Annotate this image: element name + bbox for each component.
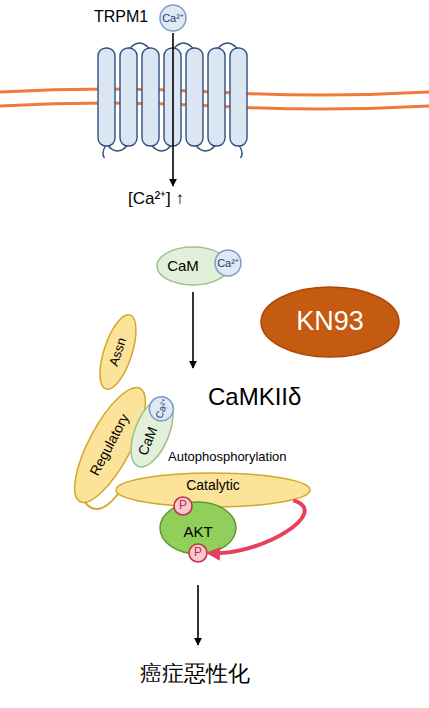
helix-segment <box>208 48 225 146</box>
ion-circle: Ca²⁺ <box>214 249 242 277</box>
node-text: CaM <box>167 258 199 275</box>
enzyme-label: CaMKIIδ <box>208 384 301 410</box>
node-text: P <box>179 499 187 512</box>
outline <box>93 311 144 394</box>
outline <box>189 544 207 562</box>
helix-segment <box>120 48 137 146</box>
calmodulin-ellipse: CaMCa²⁺ <box>156 246 230 286</box>
process-label: Autophosphorylation <box>168 450 287 464</box>
helix-segment <box>142 48 159 146</box>
outline <box>116 473 310 507</box>
node-text: Catalytic <box>186 478 240 493</box>
phospho-circle: P <box>173 496 193 516</box>
flow-arrow <box>197 585 199 645</box>
outline <box>160 5 186 31</box>
flow-arrow <box>192 292 194 368</box>
outline <box>215 250 241 276</box>
domain-ellipse: Assn <box>91 309 144 394</box>
channel-protein: TRPM1 <box>92 44 257 150</box>
node-text: AKT <box>183 524 212 541</box>
phospho-circle: P <box>188 543 208 563</box>
outcome-label: 癌症惡性化 <box>140 662 250 686</box>
phosphorylation-arrow <box>209 500 305 553</box>
helix-segment <box>164 48 181 146</box>
node-text: P <box>194 546 202 559</box>
outline <box>261 287 399 357</box>
outline <box>174 497 192 515</box>
helix-segment <box>230 48 247 146</box>
helix-segment <box>98 48 115 146</box>
domain-ellipse: Catalytic <box>115 472 311 508</box>
node-text: TRPM1 <box>94 8 148 26</box>
node-outline <box>92 44 257 150</box>
node-text: KN93 <box>296 307 364 337</box>
node-text: Ca²⁺ <box>217 257 239 269</box>
helix-segment <box>186 48 203 146</box>
ion-circle: Ca²⁺ <box>159 4 187 32</box>
loop-line <box>103 43 242 158</box>
flow-arrow <box>172 33 174 186</box>
inhibitor-ellipse: KN93 <box>260 286 400 358</box>
outline <box>146 393 177 424</box>
concentration-label: [Ca²⁺] ↑ <box>128 190 184 209</box>
node-text: Ca²⁺ <box>162 12 184 24</box>
